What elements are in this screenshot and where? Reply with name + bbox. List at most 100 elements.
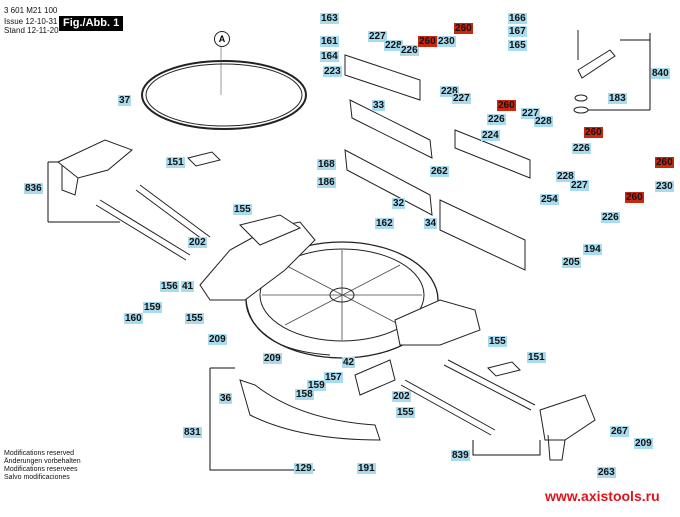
issue-label: Issue 12-10-31 [4, 17, 57, 26]
part-label-166[interactable]: 166 [508, 13, 527, 24]
part-label-260[interactable]: 260 [584, 127, 603, 138]
part-label-41[interactable]: 41 [181, 281, 195, 292]
figure-label: Fig./Abb. 1 [59, 16, 124, 31]
fence-223 [344, 54, 421, 101]
part-label-36[interactable]: 36 [219, 393, 233, 404]
part-label-836[interactable]: 836 [24, 183, 43, 194]
part-label-159[interactable]: 159 [143, 302, 162, 313]
left-extension [57, 139, 133, 179]
part-label-227[interactable]: 227 [452, 93, 471, 104]
part-label-263[interactable]: 263 [597, 467, 616, 478]
part-label-260[interactable]: 260 [497, 100, 516, 111]
part-label-151[interactable]: 151 [527, 352, 546, 363]
part-label-831[interactable]: 831 [183, 427, 202, 438]
part-label-260[interactable]: 260 [625, 192, 644, 203]
fence-34 [439, 199, 526, 271]
part-label-33[interactable]: 33 [372, 100, 386, 111]
part-label-209[interactable]: 209 [263, 353, 282, 364]
note-line: Modifications reservees [4, 466, 78, 473]
base-right-wing [394, 299, 481, 346]
part-label-840[interactable]: 840 [651, 68, 670, 79]
issue-value: 12-10-31 [25, 17, 58, 26]
miter-scale [239, 379, 381, 441]
part-label-34[interactable]: 34 [424, 218, 438, 229]
modifications-notice: Modifications reserved Änderungen vorbeh… [4, 450, 81, 482]
part-label-228[interactable]: 228 [440, 86, 459, 97]
note-line: Salvo modificaciones [4, 474, 70, 481]
part-label-226[interactable]: 226 [487, 114, 506, 125]
fence-33 [349, 99, 433, 159]
part-label-151[interactable]: 151 [166, 157, 185, 168]
stand-label: Stand 12-11-20 [4, 26, 59, 35]
part-label-267[interactable]: 267 [610, 426, 629, 437]
rail-left-lower [95, 199, 191, 261]
part-label-202[interactable]: 202 [188, 237, 207, 248]
part-label-226[interactable]: 226 [572, 143, 591, 154]
document-number: 3 601 M21 100 [4, 6, 58, 15]
part-label-226[interactable]: 226 [400, 45, 419, 56]
drive-belt-ring [141, 60, 307, 130]
part-label-260[interactable]: 260 [655, 157, 674, 168]
part-label-159[interactable]: 159 [307, 380, 326, 391]
part-label-262[interactable]: 262 [430, 166, 449, 177]
fence-224 [454, 129, 531, 179]
part-label-223[interactable]: 223 [323, 66, 342, 77]
part-label-260[interactable]: 260 [418, 36, 437, 47]
part-label-32[interactable]: 32 [392, 198, 406, 209]
part-label-161[interactable]: 161 [320, 36, 339, 47]
part-label-228[interactable]: 228 [556, 171, 575, 182]
part-label-158[interactable]: 158 [295, 389, 314, 400]
part-label-37[interactable]: 37 [118, 95, 132, 106]
part-label-165[interactable]: 165 [508, 40, 527, 51]
rail-right-lower [400, 379, 496, 436]
part-label-155[interactable]: 155 [488, 336, 507, 347]
part-label-42[interactable]: 42 [342, 357, 356, 368]
fence-32 [344, 149, 433, 216]
part-label-227[interactable]: 227 [521, 108, 540, 119]
part-label-205[interactable]: 205 [562, 257, 581, 268]
part-label-202[interactable]: 202 [392, 391, 411, 402]
part-label-209[interactable]: 209 [208, 334, 227, 345]
part-label-224[interactable]: 224 [481, 130, 500, 141]
part-label-839[interactable]: 839 [451, 450, 470, 461]
note-line: Änderungen vorbehalten [4, 458, 81, 465]
part-label-129[interactable]: 129 [294, 463, 313, 474]
part-label-260[interactable]: 260 [454, 23, 473, 34]
part-label-155[interactable]: 155 [233, 204, 252, 215]
part-label-168[interactable]: 168 [317, 159, 336, 170]
part-label-156[interactable]: 156 [160, 281, 179, 292]
part-label-162[interactable]: 162 [375, 218, 394, 229]
part-label-209[interactable]: 209 [634, 438, 653, 449]
stand-label-text: Stand [4, 26, 25, 35]
part-label-167[interactable]: 167 [508, 26, 527, 37]
base-left-wing [199, 221, 316, 301]
part-label-227[interactable]: 227 [570, 180, 589, 191]
part-label-226[interactable]: 226 [601, 212, 620, 223]
issue-label-text: Issue [4, 17, 24, 26]
part-label-186[interactable]: 186 [317, 177, 336, 188]
part-label-254[interactable]: 254 [540, 194, 559, 205]
part-label-157[interactable]: 157 [324, 372, 343, 383]
part-label-160[interactable]: 160 [124, 313, 143, 324]
part-label-227[interactable]: 227 [368, 31, 387, 42]
part-label-194[interactable]: 194 [583, 244, 602, 255]
part-label-155[interactable]: 155 [396, 407, 415, 418]
callout-marker-a: A [214, 31, 230, 47]
stand-value: 12-11-20 [27, 26, 59, 35]
rail-left-upper [135, 184, 211, 243]
part-label-230[interactable]: 230 [655, 181, 674, 192]
part-label-191[interactable]: 191 [357, 463, 376, 474]
part-label-155[interactable]: 155 [185, 313, 204, 324]
watermark-url[interactable]: www.axistools.ru [545, 488, 660, 504]
note-line: Modifications reserved [4, 450, 75, 457]
part-label-228[interactable]: 228 [384, 40, 403, 51]
part-label-163[interactable]: 163 [320, 13, 339, 24]
right-extension [539, 394, 596, 441]
part-label-230[interactable]: 230 [437, 36, 456, 47]
part-label-164[interactable]: 164 [320, 51, 339, 62]
part-label-183[interactable]: 183 [608, 93, 627, 104]
part-label-228[interactable]: 228 [534, 116, 553, 127]
card-151-upper [187, 151, 221, 167]
